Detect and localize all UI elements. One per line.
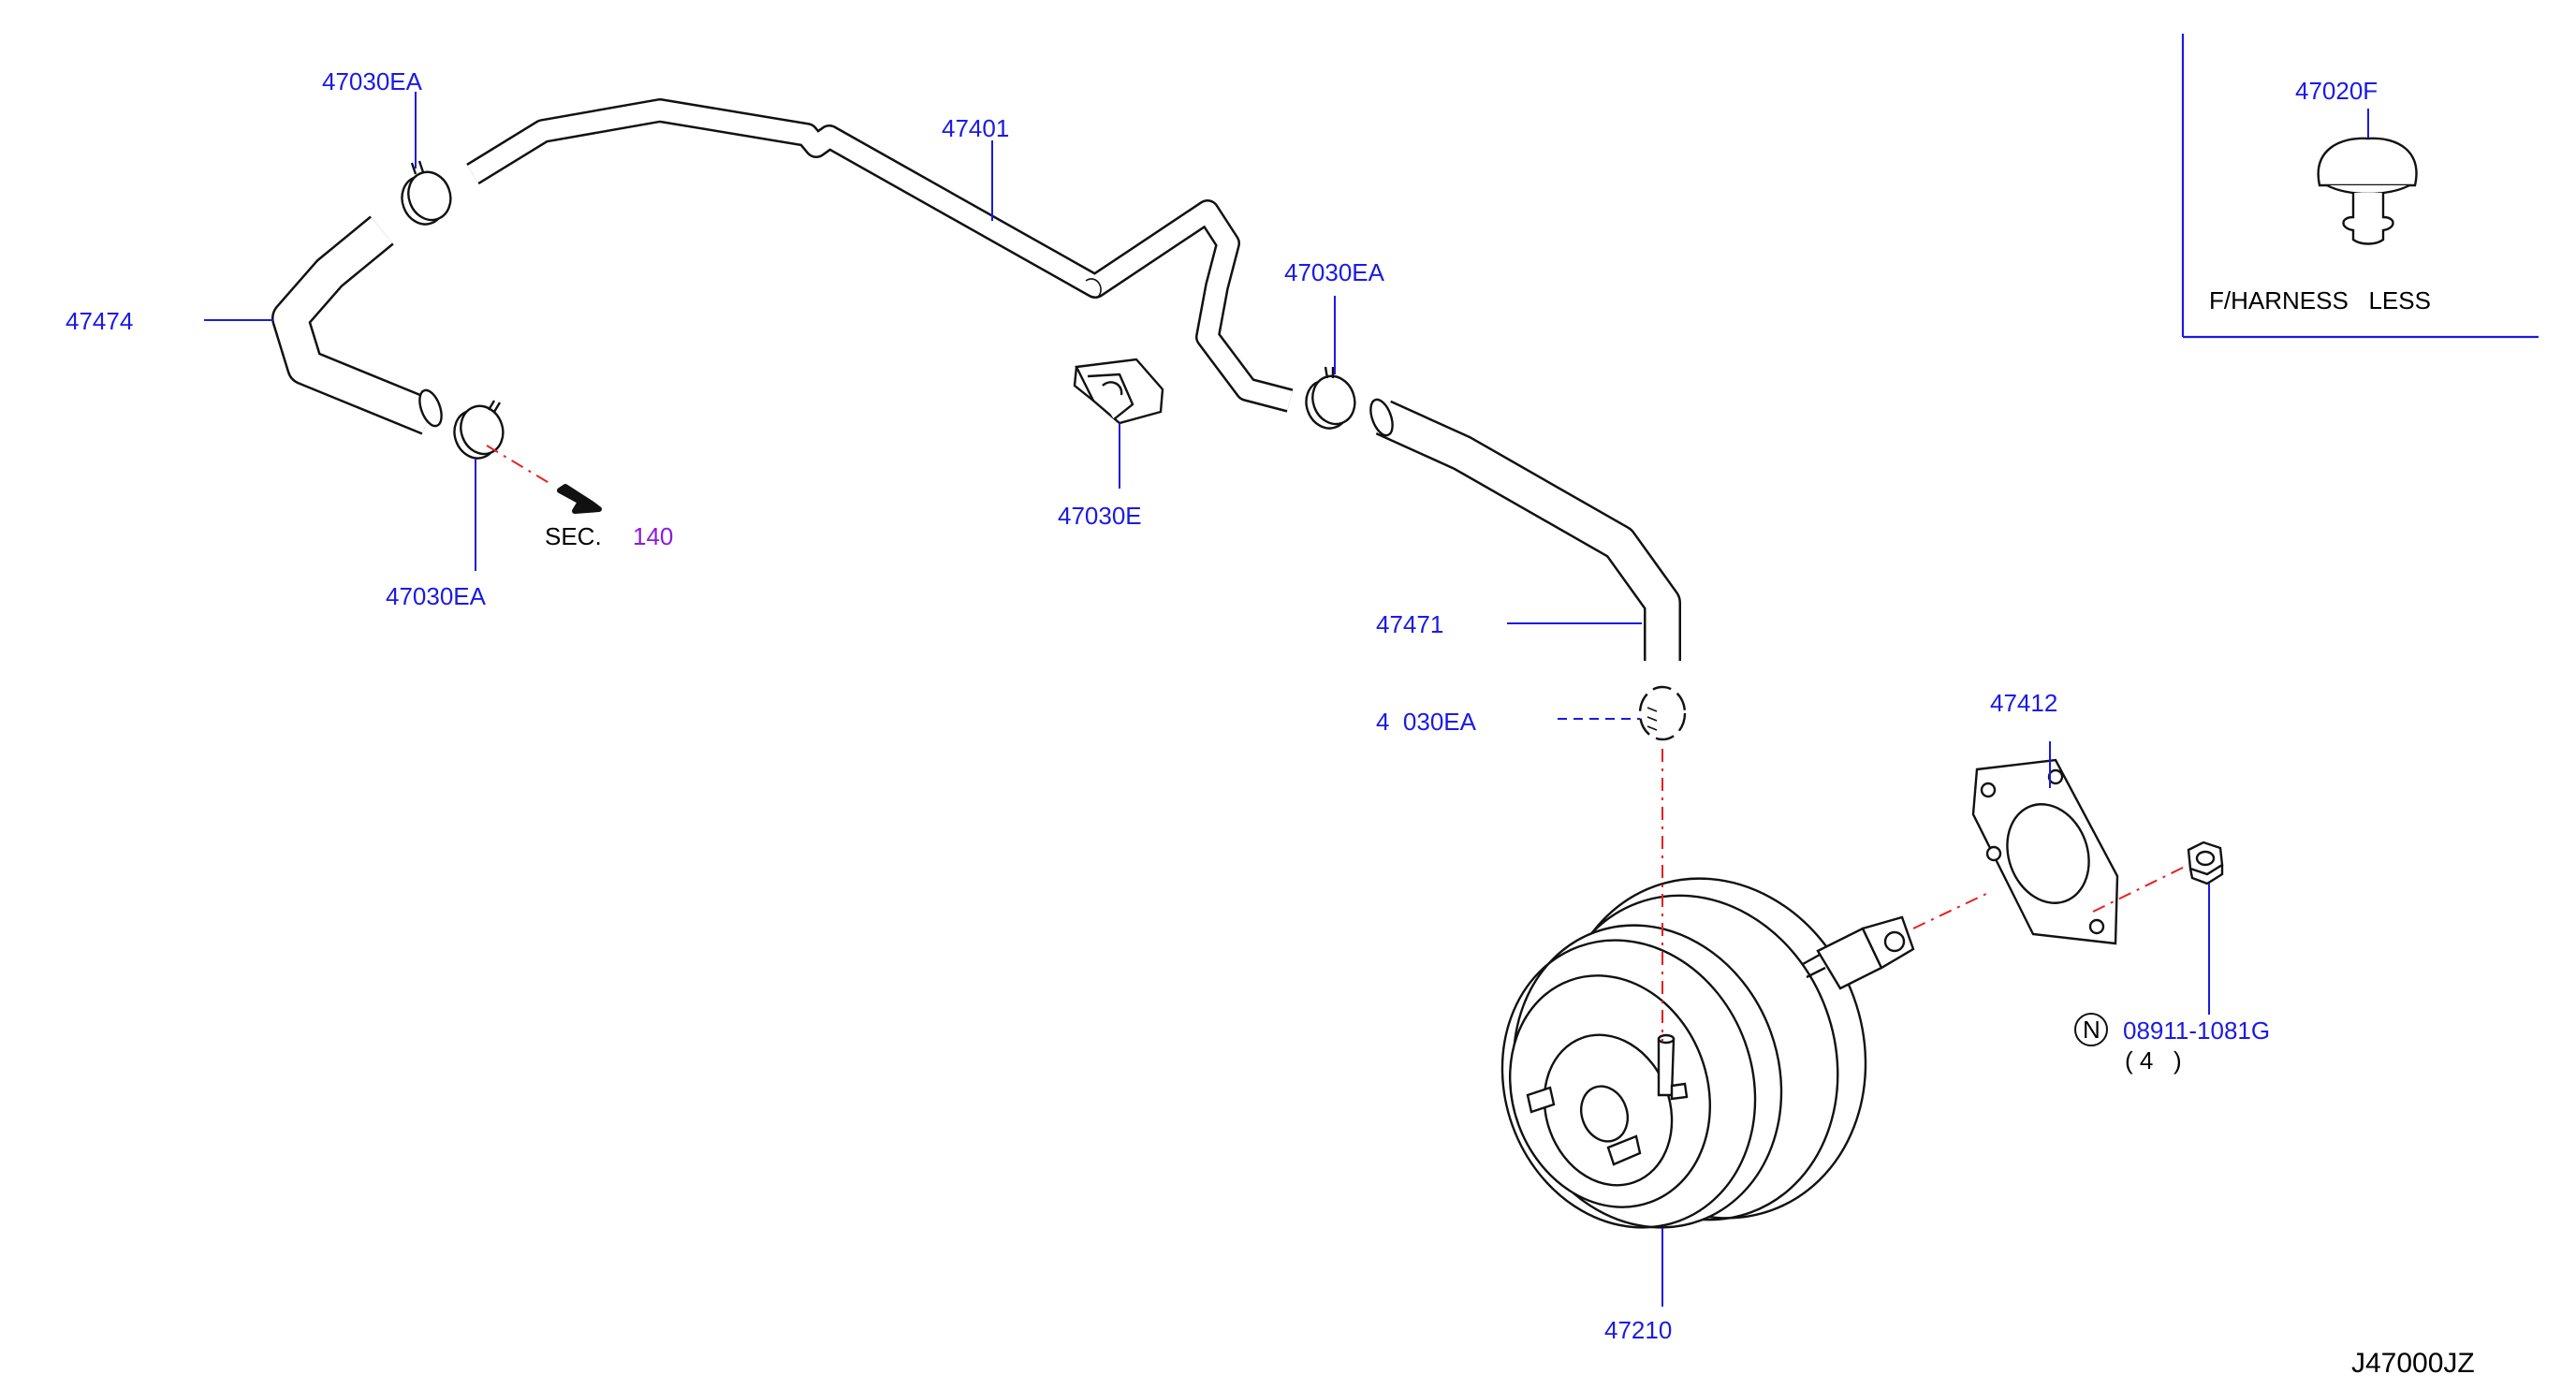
label-tube-main[interactable]: 47401 bbox=[942, 114, 1009, 142]
sec-prefix: SEC. bbox=[545, 522, 602, 550]
label-clamp-lower[interactable]: 4 030EA bbox=[1376, 708, 1477, 736]
label-clip[interactable]: 47030E bbox=[1058, 502, 1142, 530]
brake-booster-47210 bbox=[1500, 877, 1915, 1229]
label-hose-left[interactable]: 47474 bbox=[66, 307, 133, 335]
clamp-left-bottom bbox=[453, 400, 505, 460]
hose-47471 bbox=[1369, 398, 1681, 661]
phantom-line-sec bbox=[486, 445, 553, 486]
label-nut-qty: ( 4 ) bbox=[2125, 1046, 2182, 1075]
nut-08911 bbox=[2187, 841, 2224, 885]
inset-note: F/HARNESS LESS bbox=[2209, 286, 2431, 314]
gasket-47412 bbox=[1971, 758, 2119, 945]
diagram-code: J47000JZ bbox=[2351, 1348, 2475, 1379]
inset-box: 47020F F/HARNESS LESS bbox=[2181, 34, 2539, 339]
clamp-mid bbox=[1305, 366, 1356, 430]
n-symbol-icon: N bbox=[2074, 1013, 2108, 1046]
inset-part-number[interactable]: 47020F bbox=[2295, 77, 2378, 105]
clamp-lower bbox=[1638, 685, 1687, 741]
label-hose-right[interactable]: 47471 bbox=[1376, 610, 1443, 638]
clamp-top-left bbox=[401, 160, 452, 226]
label-clamp-top-left[interactable]: 47030EA bbox=[322, 67, 423, 95]
label-booster[interactable]: 47210 bbox=[1604, 1316, 1672, 1344]
clip-47030e bbox=[1073, 358, 1164, 425]
label-gasket[interactable]: 47412 bbox=[1990, 689, 2057, 717]
hose-47474 bbox=[271, 215, 443, 435]
sec-arrow-icon bbox=[557, 484, 602, 514]
tube-47401 bbox=[466, 98, 1294, 413]
grommet-47020f bbox=[2317, 137, 2418, 245]
phantom-line-gasket bbox=[1912, 892, 1989, 929]
label-nut[interactable]: 08911-1081G bbox=[2123, 1016, 2270, 1045]
phantom-line-nut bbox=[2092, 864, 2189, 913]
label-clamp-mid[interactable]: 47030EA bbox=[1284, 258, 1385, 286]
sec-number[interactable]: 140 bbox=[633, 522, 673, 550]
svg-text:N: N bbox=[2083, 1016, 2100, 1044]
label-clamp-left-bottom[interactable]: 47030EA bbox=[386, 582, 487, 610]
